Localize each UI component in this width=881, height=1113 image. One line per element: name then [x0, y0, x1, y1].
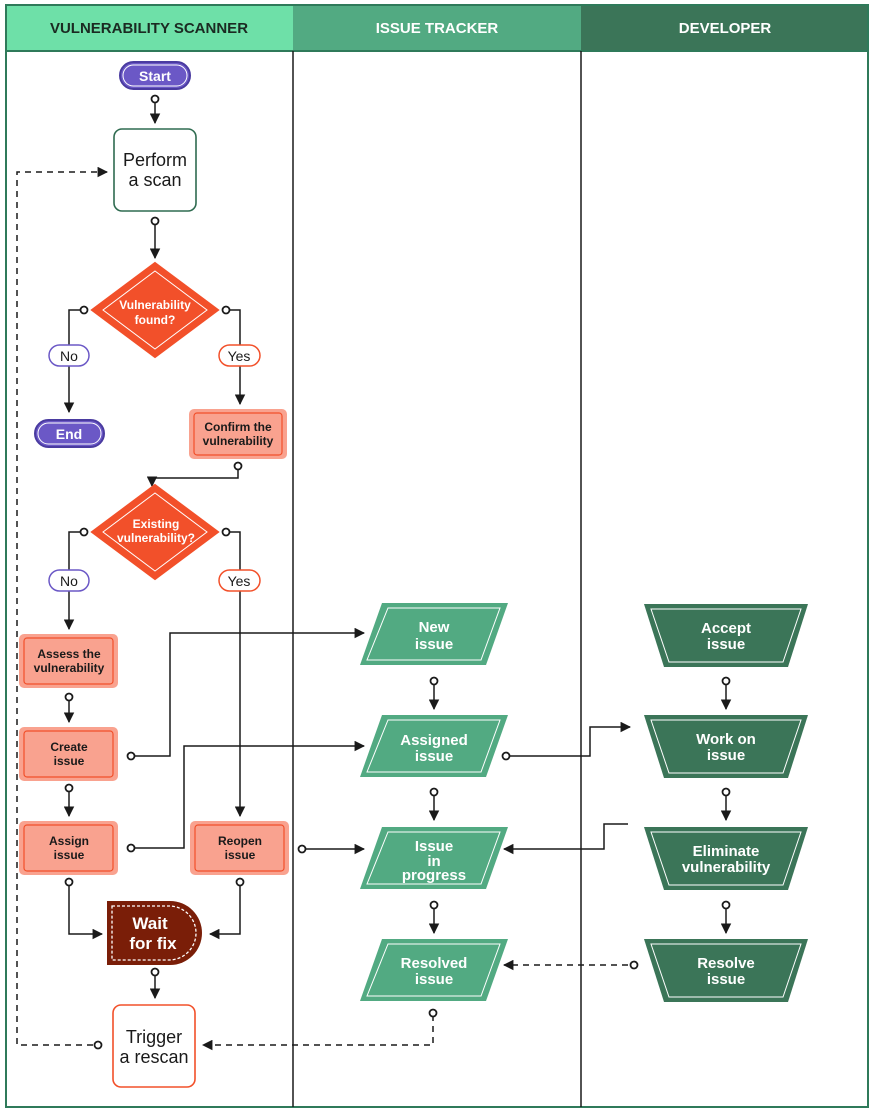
decision-vulnerability-found: Vulnerability found?	[90, 261, 220, 359]
svg-text:vulnerability: vulnerability	[34, 661, 105, 675]
svg-text:issue: issue	[707, 747, 745, 764]
lane-dividers	[292, 51, 582, 1107]
lane-title-tracker: ISSUE TRACKER	[376, 20, 499, 37]
svg-text:for fix: for fix	[129, 934, 177, 953]
svg-text:Assign: Assign	[49, 834, 89, 848]
resolve-issue-node: Resolve issue	[644, 939, 808, 1002]
accept-issue-node: Accept issue	[644, 604, 808, 667]
confirm-vulnerability-node: Confirm the vulnerability	[189, 409, 287, 459]
svg-text:issue: issue	[707, 971, 745, 988]
create-issue-node: Create issue	[19, 727, 118, 781]
svg-text:Perform: Perform	[123, 150, 187, 170]
eliminate-vulnerability-node: Eliminate vulnerability	[644, 827, 808, 890]
wait-for-fix-node: Wait for fix	[107, 901, 202, 965]
yes-badge-1: Yes	[218, 344, 261, 367]
reopen-issue-node: Reopen issue	[190, 821, 289, 875]
perform-scan-node: Perform a scan	[113, 128, 197, 212]
svg-text:Start: Start	[139, 68, 171, 84]
lane-header-scanner	[6, 5, 293, 51]
svg-text:Resolved: Resolved	[401, 955, 468, 972]
svg-text:issue: issue	[225, 848, 256, 862]
connectors	[63, 103, 732, 1000]
svg-text:New: New	[419, 619, 450, 636]
svg-text:Resolve: Resolve	[697, 955, 755, 972]
svg-text:a rescan: a rescan	[119, 1047, 188, 1067]
svg-text:issue: issue	[54, 754, 85, 768]
svg-text:progress: progress	[402, 867, 466, 884]
end-node: End	[34, 419, 105, 448]
svg-text:No: No	[60, 348, 78, 364]
lane-borders	[5, 4, 869, 1108]
issue-in-progress-node: Issue in progress	[360, 827, 508, 889]
svg-text:vulnerability: vulnerability	[682, 859, 771, 876]
svg-text:issue: issue	[415, 971, 453, 988]
svg-text:in: in	[427, 853, 440, 870]
resolved-issue-node: Resolved issue	[360, 939, 508, 1001]
lane-title-developer: DEVELOPER	[679, 20, 772, 37]
svg-text:Vulnerability: Vulnerability	[119, 298, 191, 312]
lane-header-tracker	[293, 5, 581, 51]
svg-text:Trigger: Trigger	[126, 1027, 182, 1047]
assess-vulnerability-node: Assess the vulnerability	[19, 634, 118, 688]
svg-text:No: No	[60, 573, 78, 589]
svg-text:vulnerability: vulnerability	[203, 434, 274, 448]
dashed-connectors	[16, 166, 628, 1051]
svg-text:Yes: Yes	[228, 348, 251, 364]
trigger-rescan-node: Trigger a rescan	[112, 1004, 196, 1088]
connector-dots	[64, 94, 731, 1050]
svg-text:issue: issue	[415, 636, 453, 653]
svg-text:Work on: Work on	[696, 731, 756, 748]
svg-text:vulnerability?: vulnerability?	[117, 531, 195, 545]
svg-text:Eliminate: Eliminate	[693, 843, 760, 860]
svg-text:Reopen: Reopen	[218, 834, 262, 848]
lane-title-scanner: VULNERABILITY SCANNER	[50, 20, 248, 37]
svg-text:issue: issue	[707, 636, 745, 653]
decision-existing-vulnerability: Existing vulnerability?	[90, 483, 220, 581]
svg-text:Create: Create	[50, 740, 88, 754]
svg-text:a scan: a scan	[128, 170, 181, 190]
svg-text:found?: found?	[135, 313, 176, 327]
svg-text:Assess the: Assess the	[37, 647, 101, 661]
no-badge-1: No	[48, 344, 90, 367]
start-node: Start	[119, 61, 191, 90]
assigned-issue-node: Assigned issue	[360, 715, 508, 777]
svg-text:issue: issue	[54, 848, 85, 862]
no-badge-2: No	[48, 569, 90, 592]
svg-text:issue: issue	[415, 748, 453, 765]
svg-text:Assigned: Assigned	[400, 732, 468, 749]
lane-header-developer	[581, 5, 868, 51]
assign-issue-node: Assign issue	[19, 821, 118, 875]
svg-text:Confirm the: Confirm the	[204, 420, 272, 434]
svg-text:Yes: Yes	[228, 573, 251, 589]
svg-text:Existing: Existing	[133, 517, 180, 531]
svg-text:End: End	[56, 426, 82, 442]
svg-text:Issue: Issue	[415, 838, 453, 855]
lane-headers: VULNERABILITY SCANNER ISSUE TRACKER DEVE…	[6, 5, 868, 51]
new-issue-node: New issue	[360, 603, 508, 665]
yes-badge-2: Yes	[218, 569, 261, 592]
svg-text:Accept: Accept	[701, 620, 751, 637]
work-on-issue-node: Work on issue	[644, 715, 808, 778]
svg-text:Wait: Wait	[132, 914, 168, 933]
